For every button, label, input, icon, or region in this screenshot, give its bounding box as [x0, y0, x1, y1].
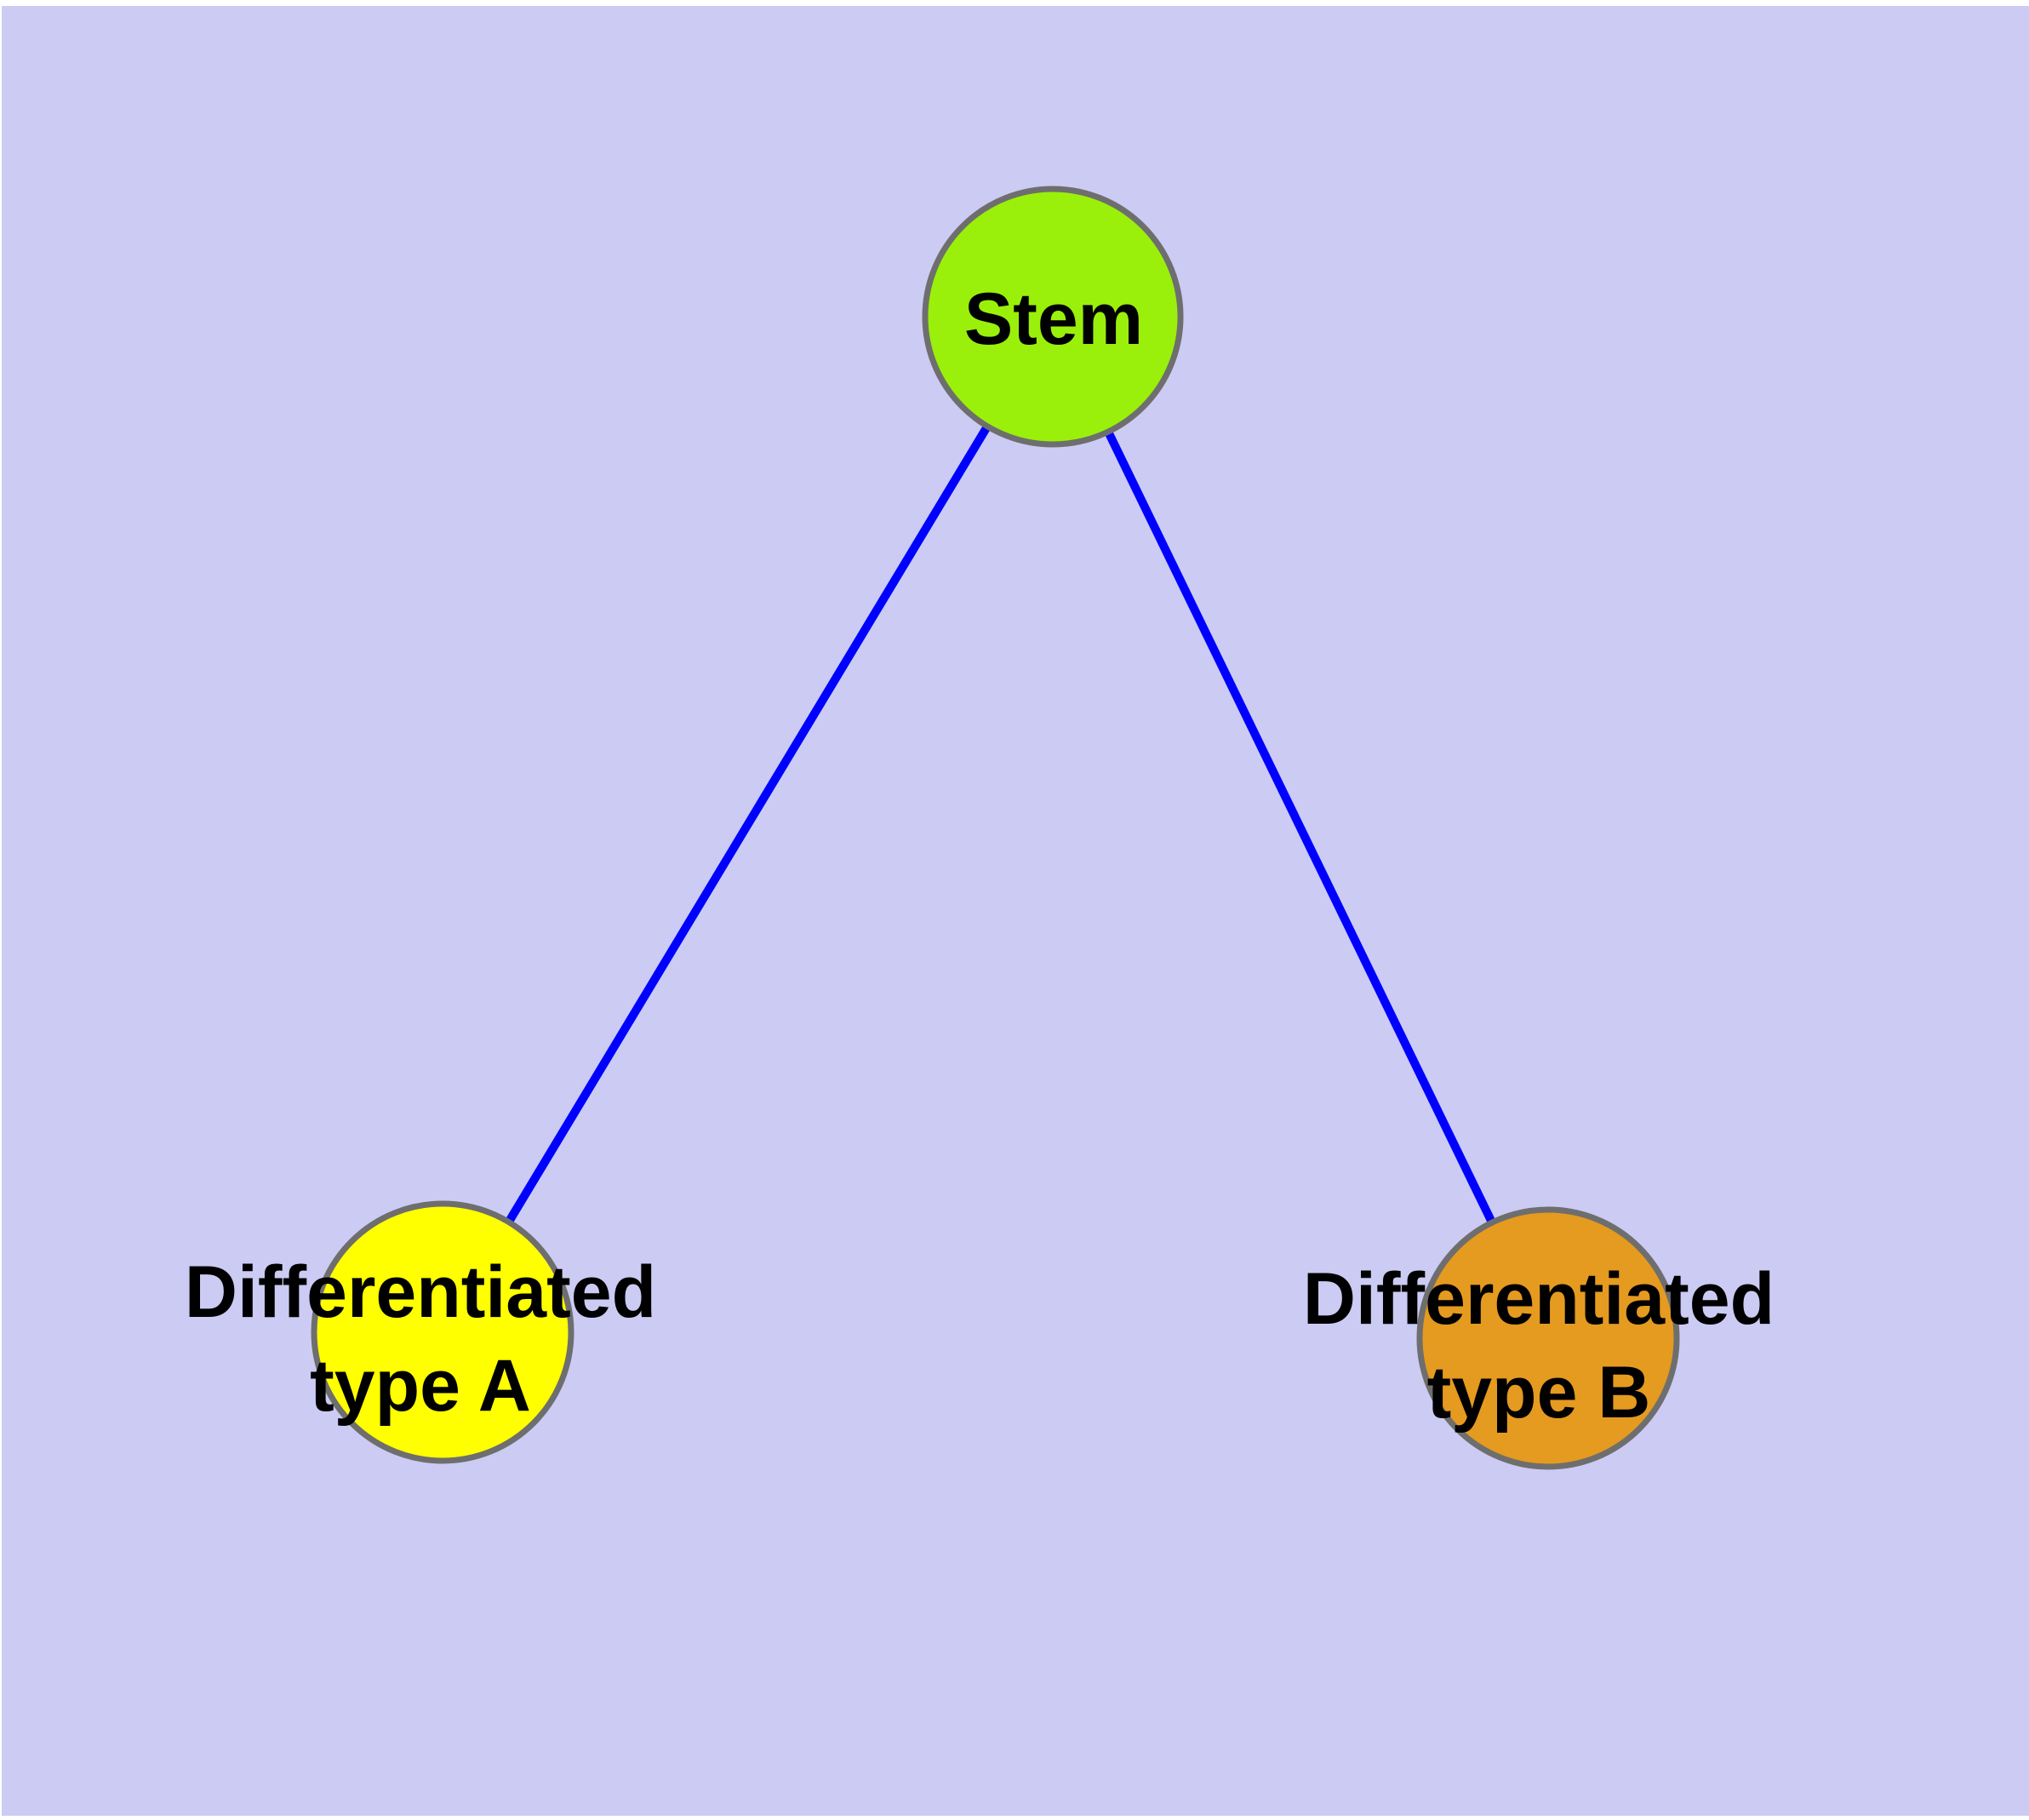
label-group: Stem Differentiated type A Differentiate… [185, 278, 1775, 1434]
node-stem [922, 186, 1184, 448]
node-stem-label: Stem [964, 278, 1143, 360]
node-type-a-label-line2: type A [310, 1345, 531, 1427]
edge-stem-to-type-a [505, 424, 992, 1224]
node-differentiated-type-a [311, 1200, 574, 1464]
node-group [311, 186, 1680, 1470]
edge-group [505, 424, 1496, 1225]
node-type-b-label-line2: type B [1427, 1352, 1651, 1434]
node-type-b-label-line1: Differentiated [1303, 1258, 1775, 1340]
node-differentiated-type-b [1416, 1206, 1680, 1470]
edge-stem-to-type-b [1104, 429, 1496, 1225]
node-type-a-label-line1: Differentiated [185, 1251, 656, 1333]
